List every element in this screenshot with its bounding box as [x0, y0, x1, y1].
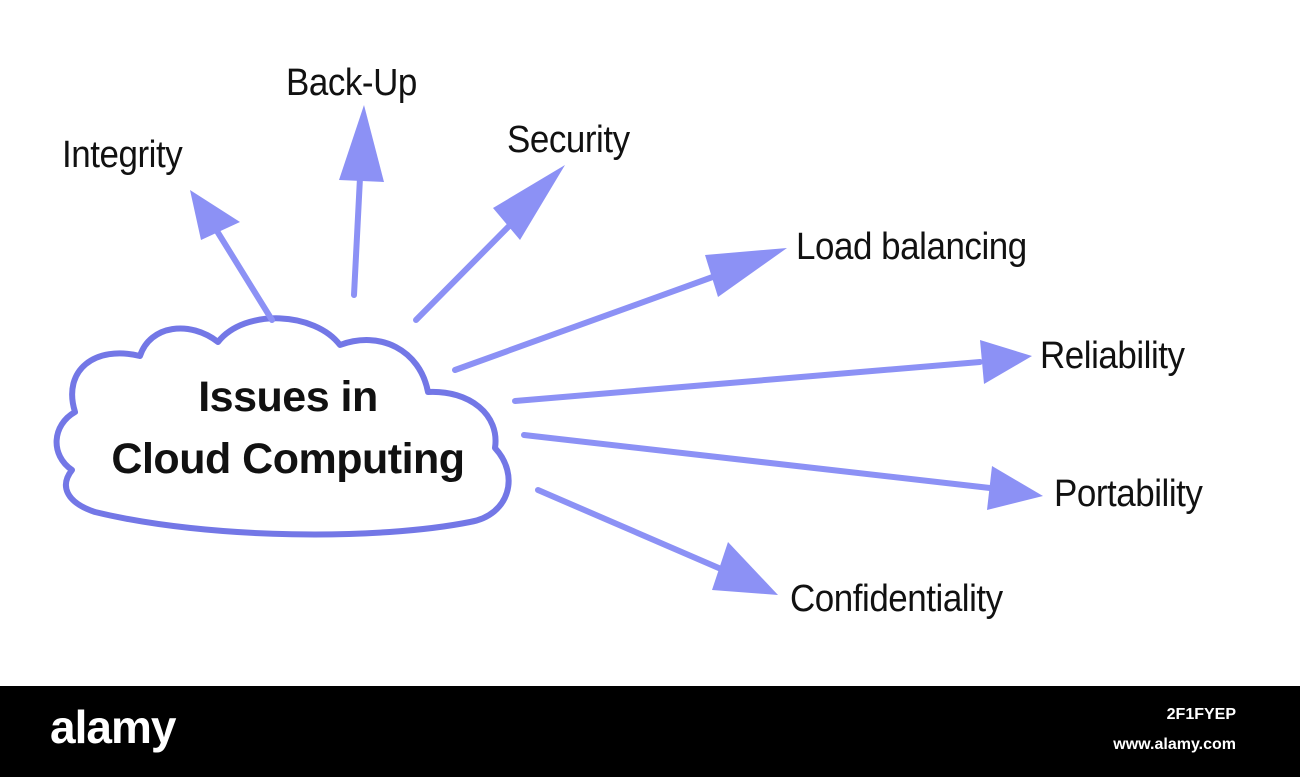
arrow-back-up [339, 105, 384, 298]
arrow-reliability [512, 340, 1032, 404]
diagram-graphics [53, 105, 1043, 595]
image-id: 2F1FYEP [1166, 706, 1236, 723]
alamy-logo: alamy [50, 701, 176, 753]
watermark-footer: alamy 2F1FYEP www.alamy.com [0, 686, 1300, 777]
label-back-up: Back-Up [286, 62, 417, 104]
arrow-security [413, 165, 565, 323]
site-url: www.alamy.com [1113, 736, 1236, 753]
cloud-shape [53, 315, 512, 538]
center-title-line-2: Cloud Computing [111, 435, 465, 483]
arrow-load-balancing [452, 248, 787, 373]
arrow-integrity [190, 190, 275, 323]
diagram-canvas: Issues in Cloud Computing Integrity Back… [53, 62, 1203, 620]
arrow-confidentiality [535, 487, 778, 595]
center-title: Issues in Cloud Computing [88, 366, 488, 490]
label-reliability: Reliability [1040, 335, 1185, 377]
arrow-portability [521, 432, 1043, 510]
label-confidentiality: Confidentiality [790, 578, 1003, 620]
label-portability: Portability [1054, 473, 1203, 515]
label-load-balancing: Load balancing [796, 226, 1027, 268]
label-security: Security [507, 119, 630, 161]
center-title-line-1: Issues in [198, 373, 378, 421]
label-integrity: Integrity [62, 134, 183, 176]
